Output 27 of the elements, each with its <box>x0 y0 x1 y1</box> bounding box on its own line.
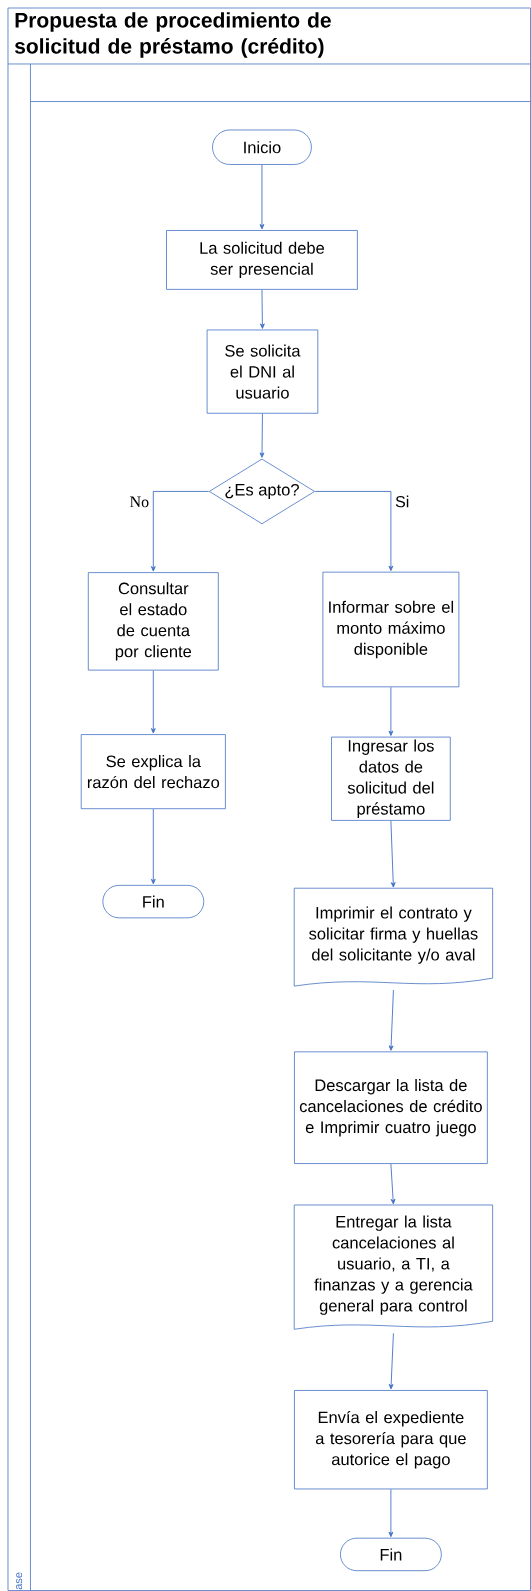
arrow <box>259 164 265 230</box>
arrow <box>260 289 265 329</box>
process-box: La solicitud debe ser presencial <box>166 230 358 290</box>
process-box: Se solicita el DNI al usuario <box>206 329 319 414</box>
arrow <box>150 670 156 734</box>
arrow <box>390 820 396 888</box>
arrow <box>388 686 394 736</box>
edge-label: No <box>130 496 149 508</box>
arrow <box>388 1332 394 1390</box>
arrow <box>150 490 210 572</box>
document-shape: Entregar la lista cancelaciones al usuario, a TI, a finanzas y a gerencia general para control <box>293 1204 494 1330</box>
title: Propuesta de procedimiento de solicitud de préstamo (crédito) <box>14 12 331 58</box>
arrow <box>388 989 394 1051</box>
lane-label: ase <box>16 1572 23 1590</box>
arrow <box>150 808 156 885</box>
arrow <box>259 413 265 458</box>
arrow <box>314 490 394 572</box>
arrow <box>390 1163 396 1205</box>
arrow <box>388 1488 394 1538</box>
document-shape: Imprimir el contrato y solicitar firma y huellas del solicitante y/o aval <box>293 887 494 987</box>
process-box: Ingresar los datos de solicitud del préstamo <box>331 736 451 821</box>
process-box: Descargar la lista de cancelaciones de crédito e Imprimir cuatro juego <box>294 1051 488 1164</box>
process-box: Consultar el estado de cuenta por cliente <box>87 572 219 671</box>
process-box: Envía el expediente a tesorería para que autorice el pago <box>294 1390 488 1490</box>
edge-label: Si <box>395 495 409 508</box>
process-box: Informar sobre el monto máximo disponible <box>322 571 460 688</box>
process-box: Se explica la razón del rechazo <box>80 734 226 810</box>
